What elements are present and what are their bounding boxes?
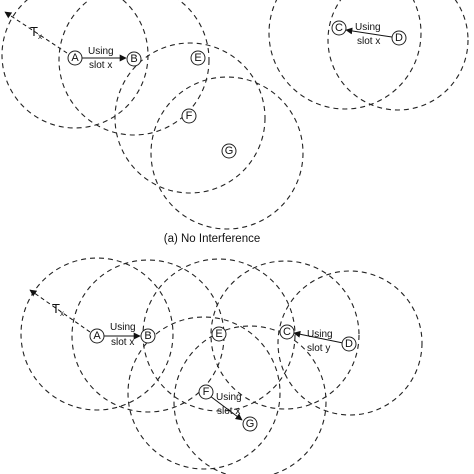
range-circle-g xyxy=(150,76,304,230)
node-e: E xyxy=(211,326,227,342)
node-f: F xyxy=(198,384,214,400)
node-a: A xyxy=(67,50,83,66)
svg-text:B: B xyxy=(130,53,137,65)
range-circle-a xyxy=(20,257,174,411)
usage-label-ab-line1: Using xyxy=(88,46,114,57)
caption-a: (a) No Interference xyxy=(164,233,261,245)
link-d-to-c xyxy=(293,330,344,344)
node-e: E xyxy=(190,50,206,66)
usage-label-fg-line2: slot x xyxy=(217,406,240,417)
svg-text:E: E xyxy=(215,328,222,340)
tx-label-b: Tx xyxy=(52,301,64,318)
node-g: G xyxy=(242,416,258,432)
svg-text:D: D xyxy=(395,32,403,44)
range-circle-d xyxy=(327,0,469,111)
tx-radius-line-a xyxy=(4,11,68,54)
node-d: D xyxy=(391,30,407,46)
node-d: D xyxy=(341,336,357,352)
diagram-a: Tx Using slot x Using slot x A B E F G C… xyxy=(1,0,469,245)
range-circle-g xyxy=(173,325,327,474)
range-circle-d xyxy=(277,270,423,416)
node-f: F xyxy=(181,108,197,124)
range-circle-b xyxy=(58,0,210,136)
svg-text:D: D xyxy=(345,338,353,350)
node-g: G xyxy=(221,143,237,159)
tx-radius-line-b xyxy=(29,289,91,333)
usage-label-ab-line1: Using xyxy=(110,322,136,333)
svg-text:C: C xyxy=(283,326,291,338)
usage-label-dc-line2: slot y xyxy=(307,343,330,354)
node-b: B xyxy=(126,51,142,67)
node-c: C xyxy=(279,324,295,340)
node-c: C xyxy=(331,20,347,36)
svg-text:E: E xyxy=(194,52,201,64)
node-b: B xyxy=(140,328,156,344)
usage-label-dc-line2: slot x xyxy=(357,36,380,47)
link-f-to-g xyxy=(209,395,243,421)
diagram-b: Tx Using slot x Using slot y Using slot … xyxy=(20,257,423,474)
svg-text:F: F xyxy=(203,386,210,398)
svg-text:B: B xyxy=(144,330,151,342)
svg-text:C: C xyxy=(335,22,343,34)
usage-label-dc-line1: Using xyxy=(307,329,333,340)
tx-label-a: Tx xyxy=(30,24,42,41)
range-circle-f xyxy=(127,316,281,470)
range-circle-e xyxy=(114,42,266,194)
node-a: A xyxy=(89,328,105,344)
usage-label-dc-line1: Using xyxy=(355,22,381,33)
svg-text:G: G xyxy=(225,145,234,157)
svg-text:G: G xyxy=(246,418,255,430)
range-circle-c xyxy=(268,0,422,110)
range-circle-c xyxy=(210,260,360,410)
usage-label-ab-line2: slot x xyxy=(89,60,112,71)
link-d-to-c xyxy=(345,27,393,38)
usage-label-fg-line1: Using xyxy=(216,392,242,403)
usage-label-ab-line2: slot x xyxy=(111,337,134,348)
svg-text:F: F xyxy=(186,110,193,122)
range-circle-a xyxy=(1,0,149,129)
svg-text:A: A xyxy=(71,52,79,64)
svg-text:A: A xyxy=(93,330,101,342)
